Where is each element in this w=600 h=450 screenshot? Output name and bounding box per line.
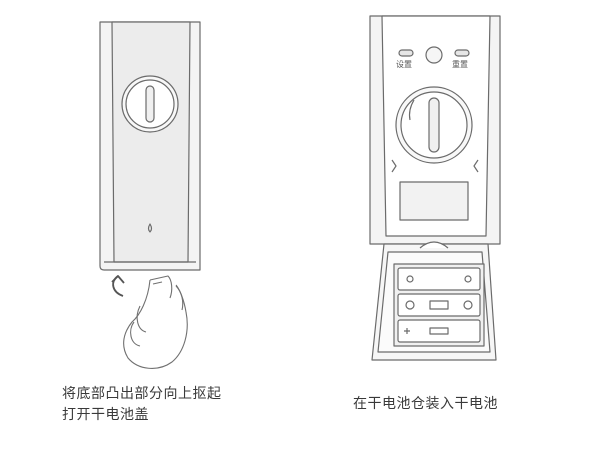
dial-knob-open bbox=[395, 86, 473, 164]
dial-knob-closed bbox=[121, 75, 179, 133]
step-one-caption-line-1: 将底部凸出部分向上抠起 bbox=[62, 386, 222, 402]
battery-compartment bbox=[393, 263, 485, 347]
step-one-caption-line-2: 打开干电池盖 bbox=[62, 407, 149, 423]
center-sensor bbox=[425, 46, 443, 64]
reset-button-label: 重置 bbox=[452, 59, 468, 69]
hand-illustration bbox=[123, 275, 188, 369]
mount-tabs bbox=[391, 159, 479, 173]
settings-button: 设置 bbox=[396, 49, 414, 69]
lift-arrow bbox=[111, 275, 125, 297]
step-two-caption: 在干电池仓装入干电池 bbox=[353, 396, 498, 412]
reset-button: 重置 bbox=[452, 49, 470, 69]
closed-panel bbox=[99, 21, 201, 271]
settings-button-label: 设置 bbox=[396, 59, 412, 69]
label-plate bbox=[399, 181, 469, 221]
indicator-led bbox=[147, 223, 153, 233]
